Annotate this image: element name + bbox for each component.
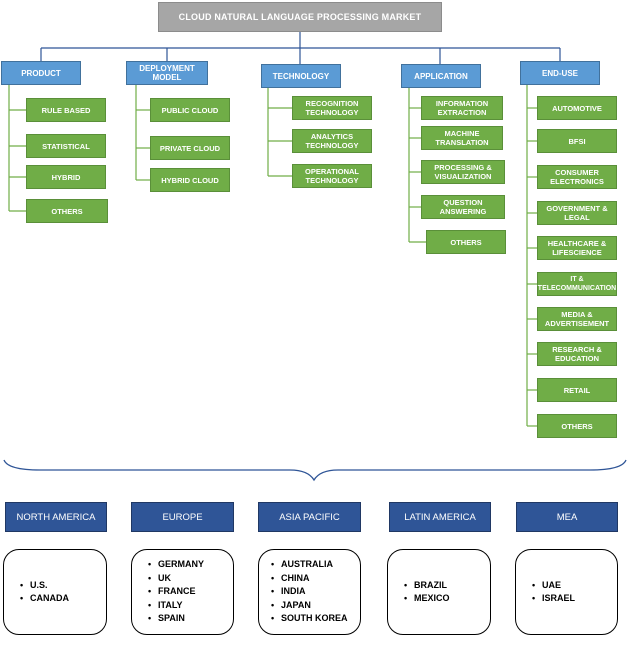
leaf-public-cloud: PUBLIC CLOUD bbox=[150, 98, 230, 122]
leaf-hybrid: HYBRID bbox=[26, 165, 106, 189]
leaf-recognition-technology: RECOGNITION TECHNOLOGY bbox=[292, 96, 372, 120]
region-asia-pacific: ASIA PACIFIC bbox=[258, 502, 361, 532]
country-item: ITALY bbox=[148, 599, 204, 613]
leaf-retail: RETAIL bbox=[537, 378, 617, 402]
country-item: JAPAN bbox=[271, 599, 348, 613]
leaf-information-extraction: INFORMATION EXTRACTION bbox=[421, 96, 503, 120]
country-item: UAE bbox=[532, 579, 575, 593]
countries-asia-pacific: AUSTRALIA CHINA INDIA JAPAN SOUTH KOREA bbox=[258, 549, 361, 635]
leaf-end-use-others: OTHERS bbox=[537, 414, 617, 438]
leaf-connectors bbox=[8, 85, 537, 427]
hub-connectors bbox=[40, 32, 561, 64]
leaf-processing-visualization: PROCESSING & VISUALIZATION bbox=[421, 160, 505, 184]
category-product: PRODUCT bbox=[1, 61, 81, 85]
country-item: BRAZIL bbox=[404, 579, 450, 593]
category-application: APPLICATION bbox=[401, 64, 481, 88]
category-end-use: END-USE bbox=[520, 61, 600, 85]
leaf-bfsi: BFSI bbox=[537, 129, 617, 153]
country-item: SOUTH KOREA bbox=[271, 612, 348, 626]
leaf-private-cloud: PRIVATE CLOUD bbox=[150, 136, 230, 160]
country-item: MEXICO bbox=[404, 592, 450, 606]
leaf-healthcare-lifescience: HEALTHCARE & LIFESCIENCE bbox=[537, 236, 617, 260]
chart-title: CLOUD NATURAL LANGUAGE PROCESSING MARKET bbox=[158, 2, 442, 32]
country-item: CHINA bbox=[271, 572, 348, 586]
countries-europe: GERMANY UK FRANCE ITALY SPAIN bbox=[131, 549, 234, 635]
leaf-automotive: AUTOMOTIVE bbox=[537, 96, 617, 120]
curly-brace bbox=[3, 459, 627, 482]
region-latin-america: LATIN AMERICA bbox=[389, 502, 491, 532]
leaf-question-answering: QUESTION ANSWERING bbox=[421, 195, 505, 219]
leaf-operational-technology: OPERATIONAL TECHNOLOGY bbox=[292, 164, 372, 188]
country-item: CANADA bbox=[20, 592, 69, 606]
category-technology: TECHNOLOGY bbox=[261, 64, 341, 88]
leaf-hybrid-cloud: HYBRID CLOUD bbox=[150, 168, 230, 192]
countries-latin-america: BRAZIL MEXICO bbox=[387, 549, 491, 635]
country-item: SPAIN bbox=[148, 612, 204, 626]
leaf-consumer-electronics: CONSUMER ELECTRONICS bbox=[537, 165, 617, 189]
region-mea: MEA bbox=[516, 502, 618, 532]
countries-north-america: U.S. CANADA bbox=[3, 549, 107, 635]
country-item: INDIA bbox=[271, 585, 348, 599]
leaf-it-telecommunication: IT & TELECOMMUNICATION bbox=[537, 272, 617, 296]
country-item: ISRAEL bbox=[532, 592, 575, 606]
country-item: GERMANY bbox=[148, 558, 204, 572]
leaf-media-advertisement: MEDIA & ADVERTISEMENT bbox=[537, 307, 617, 331]
country-item: U.S. bbox=[20, 579, 69, 593]
country-item: FRANCE bbox=[148, 585, 204, 599]
category-deployment-model: DEPLOYMENT MODEL bbox=[126, 61, 208, 85]
country-item: AUSTRALIA bbox=[271, 558, 348, 572]
leaf-product-others: OTHERS bbox=[26, 199, 108, 223]
leaf-statistical: STATISTICAL bbox=[26, 134, 106, 158]
leaf-research-education: RESEARCH & EDUCATION bbox=[537, 342, 617, 366]
country-item: UK bbox=[148, 572, 204, 586]
leaf-machine-translation: MACHINE TRANSLATION bbox=[421, 126, 503, 150]
countries-mea: UAE ISRAEL bbox=[515, 549, 618, 635]
leaf-government-legal: GOVERNMENT & LEGAL bbox=[537, 201, 617, 225]
region-europe: EUROPE bbox=[131, 502, 234, 532]
leaf-analytics-technology: ANALYTICS TECHNOLOGY bbox=[292, 129, 372, 153]
region-north-america: NORTH AMERICA bbox=[5, 502, 107, 532]
leaf-application-others: OTHERS bbox=[426, 230, 506, 254]
leaf-rule-based: RULE BASED bbox=[26, 98, 106, 122]
